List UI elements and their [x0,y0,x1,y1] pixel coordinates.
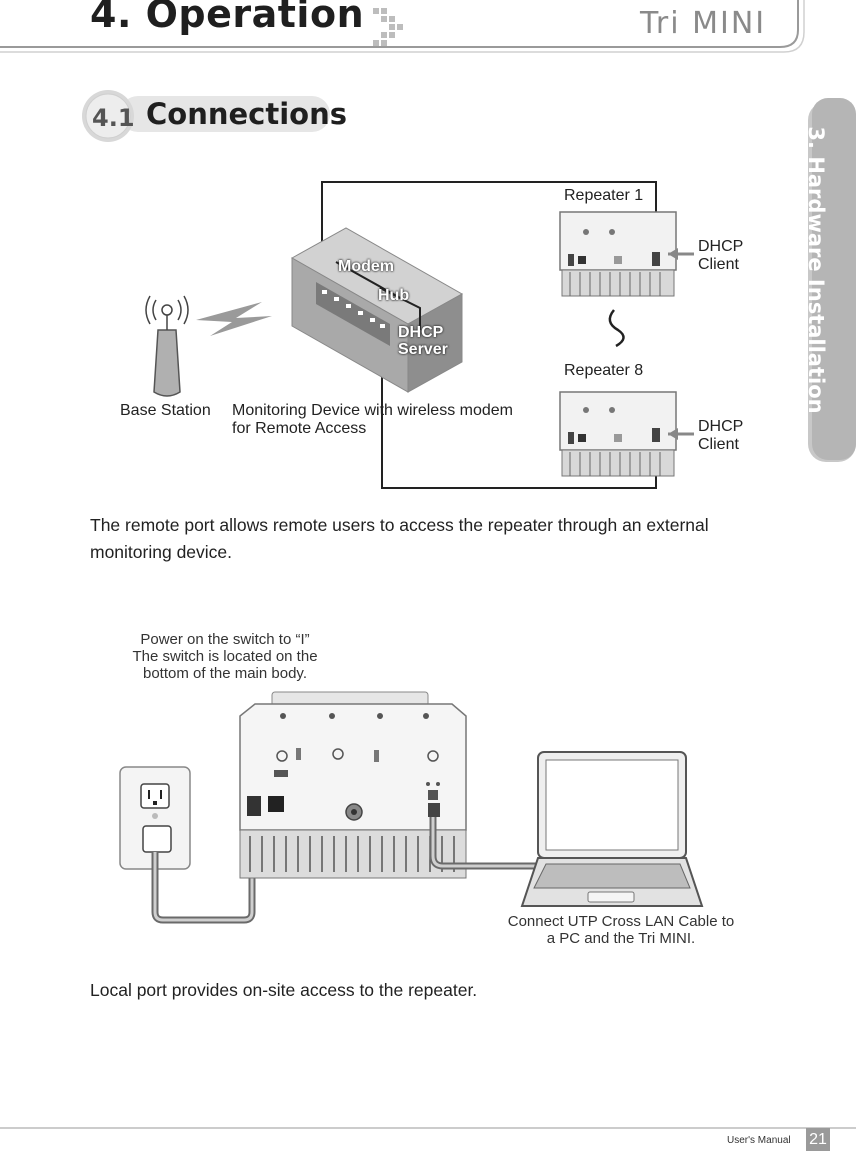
dhcp-client-8-line2: Client [698,436,739,453]
power-line1: Power on the switch to “I” [140,631,310,648]
chevron-icon [373,8,403,46]
tri-mini-unit [239,691,467,879]
modem-label: Modem [338,258,394,275]
wall-outlet [119,766,191,870]
page-number: 21 [806,1128,830,1151]
section-number: 4.1 [92,104,135,132]
power-line2: The switch is located on the [132,648,318,665]
brand-logo: Tri MINI [640,6,767,41]
repeater-1-device [559,211,677,297]
dhcp-client-1-line1: DHCP [698,238,744,255]
footer-manual-label: User's Manual [727,1135,791,1146]
monitoring-device-box [290,227,464,393]
remote-port-paragraph: The remote port allows remote users to a… [90,512,790,566]
dhcp-server-label: DHCP Server [398,324,448,358]
dhcp-client-8-line1: DHCP [698,418,744,435]
connect-line1: Connect UTP Cross LAN Cable to [507,913,735,930]
power-switch-caption: Power on the switch to “I” The switch is… [110,631,340,682]
chapter-title: 4. Operation [90,0,365,36]
repeater-1-label: Repeater 1 [564,187,644,204]
dhcp-client-label-8: DHCP Client [698,418,743,454]
dhcp-client-label-1: DHCP Client [698,238,743,274]
repeater-8-device [559,391,677,477]
monitoring-device-label: Monitoring Device with wireless modem [232,402,513,419]
connect-line2: a PC and the Tri MINI. [546,930,696,947]
remote-port-line1: The remote port allows remote users to a… [90,515,709,535]
laptop [520,751,704,907]
remote-port-line2: monitoring device. [90,542,233,562]
repeater-8-label: Repeater 8 [564,362,644,379]
side-tab-label: 3. Hardware Installation [804,126,828,414]
ellipsis-squiggle-icon [608,309,625,348]
hub-label: Hub [378,287,410,304]
local-port-paragraph: Local port provides on-site access to th… [90,980,478,1000]
base-station-tower [145,295,189,397]
monitoring-device-label-2: for Remote Access [232,420,367,437]
dhcp-server-line2: Server [398,341,448,358]
dhcp-client-1-line2: Client [698,256,739,273]
dhcp-server-line1: DHCP [398,324,444,341]
power-line3: bottom of the main body. [143,665,307,682]
base-station-label: Base Station [120,402,211,419]
wireless-bolt-icon [196,302,272,336]
section-title: Connections [146,97,347,131]
lan-cable-caption: Connect UTP Cross LAN Cable to a PC and … [490,913,752,947]
